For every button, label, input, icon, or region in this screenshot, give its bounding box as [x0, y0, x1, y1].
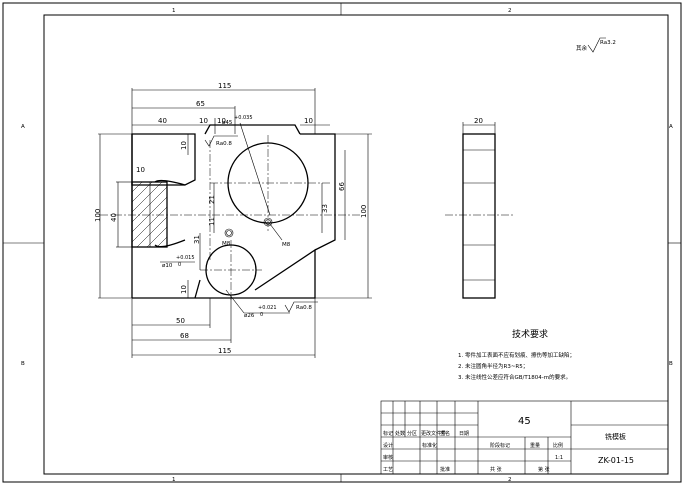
large-bore	[210, 135, 330, 232]
inner-frame	[43, 14, 669, 475]
zone-col-1-bottom: 1	[172, 477, 176, 483]
side-view-width: 20	[474, 117, 483, 125]
zone-col-2-bottom: 2	[508, 477, 512, 483]
right-dimension-lines	[315, 133, 372, 299]
zone-row-a-right: A	[669, 124, 673, 130]
tb-drawing-no: ZK-01-15	[598, 456, 634, 465]
thread-label-right: M8	[282, 242, 291, 248]
dim-left-10-bottom: 10	[180, 285, 188, 294]
dim-bottom-115: 115	[218, 347, 231, 355]
front-view-outline	[131, 124, 336, 299]
small-hole-tol: +0.015	[176, 255, 195, 261]
rough-top-symbol	[204, 135, 238, 147]
dim-mid-31: 31	[193, 235, 201, 244]
side-view	[445, 122, 515, 299]
dim-bottom-50: 50	[176, 317, 185, 325]
thread-hole-left	[224, 228, 234, 238]
tech-req-item-1: 1. 零件加工表面不应有划痕、擦伤等加工缺陷；	[458, 351, 575, 359]
tb-part-name: 铣模板	[605, 432, 626, 441]
middle-bore-dia: ø26	[244, 313, 255, 319]
dim-top-65: 65	[196, 100, 205, 108]
tb-scale-value: 1:1	[555, 455, 563, 461]
small-hole-tol-lower: 0	[178, 262, 181, 268]
tb-role-check: 审核	[383, 454, 393, 461]
tb-stage: 阶段标记	[490, 442, 510, 449]
zone-row-a-left: A	[21, 124, 25, 130]
tb-sheet-no: 第 张	[538, 466, 550, 473]
dim-top-10b: 10	[217, 117, 226, 125]
tech-req-title: 技术要求	[512, 328, 548, 340]
tb-header-zone: 分区	[407, 430, 417, 437]
tb-header-count: 处数	[395, 430, 405, 437]
title-block	[380, 400, 669, 475]
dim-right-100: 100	[360, 205, 368, 218]
dim-top-10c: 10	[304, 117, 313, 125]
tb-scale-label: 比例	[553, 442, 563, 449]
dim-top-40: 40	[158, 117, 167, 125]
thread-leader-right	[269, 223, 283, 241]
dim-right-33: 33	[321, 204, 329, 213]
dim-left-10-top: 10	[180, 141, 188, 150]
tb-material: 45	[518, 416, 531, 427]
small-hole-dia: ø10	[162, 263, 173, 269]
tb-header-change: 更改文件号	[421, 430, 446, 437]
dim-left-10-hole: 10	[136, 166, 145, 174]
zone-row-b-right: B	[669, 361, 673, 367]
bottom-dimension-lines	[131, 295, 316, 358]
tech-req-item-3: 3. 未注线性公差应符合GB/T1804-m的要求。	[458, 373, 571, 381]
large-bore-dia: ø45	[222, 120, 233, 126]
left-hole-section	[131, 181, 168, 248]
dim-top-10a: 10	[199, 117, 208, 125]
tb-approve: 批准	[440, 466, 450, 473]
surface-finish-value: Ra3.2	[600, 40, 616, 46]
rough-bottom-symbol	[284, 301, 318, 313]
middle-bore-tol: +0.021	[258, 305, 277, 311]
roughness-symbol	[587, 37, 606, 53]
zone-markers	[3, 3, 681, 482]
large-bore-leader	[239, 122, 271, 216]
dim-top-115: 115	[218, 82, 231, 90]
tb-role-process: 工艺	[383, 467, 393, 473]
dim-bottom-68: 68	[180, 332, 189, 340]
middle-bore-leader-2	[225, 289, 245, 314]
left-dimension-lines	[98, 133, 189, 299]
rough-bottom-value: Ra0.8	[296, 305, 312, 311]
thread-label-left: M8	[222, 241, 231, 247]
top-dimension-lines	[131, 88, 330, 134]
dim-mid-21: 21	[208, 195, 216, 204]
zone-row-b-left: B	[21, 361, 25, 367]
tb-header-date: 日期	[459, 431, 469, 437]
surface-finish-note: 其余	[576, 44, 588, 52]
tech-req-item-2: 2. 未注圆角半径为R3~R5；	[458, 362, 528, 370]
zone-col-2-top: 2	[508, 8, 512, 14]
dim-left-40: 40	[110, 213, 118, 222]
dim-left-100: 100	[94, 209, 102, 222]
thread-hole-right	[263, 217, 273, 227]
middle-bore-tol-lower: 0	[260, 312, 263, 318]
tb-header-sign: 签名	[440, 430, 450, 437]
large-bore-tol: +0.035	[234, 115, 253, 121]
tb-weight: 重量	[530, 442, 540, 449]
rough-top-value: Ra0.8	[216, 141, 232, 147]
tb-header-mark: 标记	[383, 430, 393, 437]
tb-role-design: 设计	[383, 442, 393, 449]
tb-std: 标准化	[422, 442, 437, 449]
tb-sheet-count: 共 张	[490, 466, 502, 473]
dim-mid-11: 11	[208, 217, 216, 226]
dim-right-66: 66	[338, 182, 346, 191]
zone-col-1-top: 1	[172, 8, 176, 14]
mid-dimension-lines	[199, 183, 215, 270]
middle-bore	[200, 240, 262, 300]
